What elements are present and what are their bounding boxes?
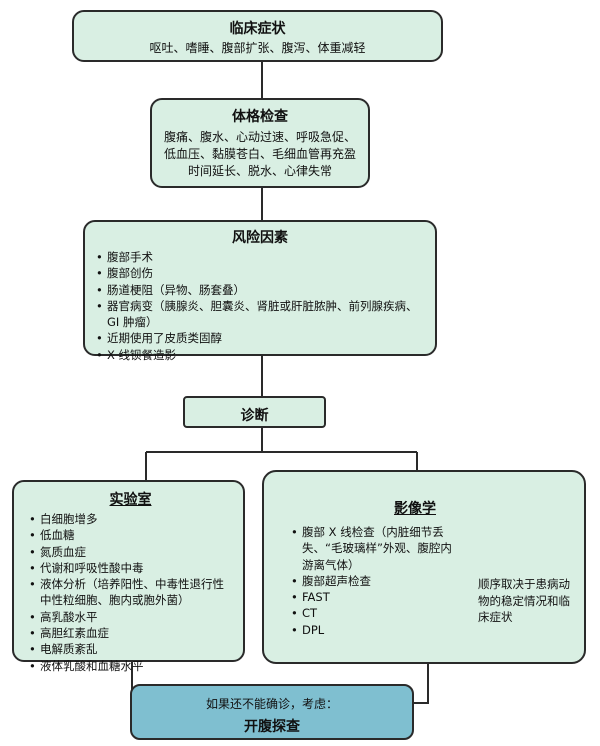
imaging-item: 腹部超声检查	[290, 573, 460, 590]
exploratory-laparotomy-title: 开腹探查	[244, 719, 300, 735]
diagnosis-box: 诊断	[183, 396, 326, 428]
lab-item: 高胆红素血症	[28, 625, 233, 642]
diagnosis-title: 诊断	[240, 408, 269, 424]
imaging-item: DPL	[290, 622, 460, 639]
risk-factors-title: 风险因素	[232, 230, 288, 246]
lab-item: 电解质紊乱	[28, 641, 233, 658]
lab-item: 代谢和呼吸性酸中毒	[28, 560, 233, 577]
lab-item: 液体分析（培养阳性、中毒性退行性中性粒细胞、胞内或胞外菌）	[28, 576, 233, 609]
lab-item: 高乳酸水平	[28, 609, 233, 626]
risk-factors-box: 风险因素 腹部手术 腹部创伤 肠道梗阻（异物、肠套叠） 器官病变（胰腺炎、胆囊炎…	[83, 220, 437, 363]
connector-imaging-final	[408, 664, 429, 704]
imaging-title: 影像学	[394, 501, 436, 517]
lab-item: 白细胞增多	[28, 511, 233, 528]
imaging-box: 影像学 腹部 X 线检查（内脏细节丢失、“毛玻璃样”外观、腹腔内游离气体） 腹部…	[262, 470, 586, 664]
exploratory-laparotomy-box: 如果还不能确诊，考虑： 开腹探查	[130, 684, 414, 740]
risk-factor-item: 腹部创伤	[95, 265, 425, 282]
clinical-symptoms-text: 呕吐、嗜睡、腹部扩张、腹泻、体重减轻	[149, 41, 366, 55]
final-condition-text: 如果还不能确诊，考虑：	[205, 697, 338, 711]
physical-exam-line: 时间延长、脱水、心律失常	[187, 164, 332, 178]
lab-item: 低血糖	[28, 527, 233, 544]
imaging-item: CT	[290, 605, 460, 622]
lab-item: 氮质血症	[28, 544, 233, 561]
physical-exam-title: 体格检查	[232, 109, 288, 125]
laboratory-title: 实验室	[109, 492, 152, 508]
clinical-symptoms-box: 临床症状 呕吐、嗜睡、腹部扩张、腹泻、体重减轻	[72, 10, 443, 62]
laboratory-box: 实验室 白细胞增多 低血糖 氮质血症 代谢和呼吸性酸中毒 液体分析（培养阳性、中…	[12, 480, 245, 674]
clinical-symptoms-title: 临床症状	[229, 21, 286, 37]
lab-item: 液体乳酸和血糖水平	[28, 658, 233, 675]
risk-factor-item: 腹部手术	[95, 249, 425, 266]
imaging-item: 腹部 X 线检查（内脏细节丢失、“毛玻璃样”外观、腹腔内游离气体）	[290, 524, 460, 573]
imaging-order-note: 顺序取决于患病动物的稳定情况和临床症状	[478, 577, 570, 624]
physical-exam-line: 腹痛、腹水、心动过速、呼吸急促、	[163, 130, 356, 144]
risk-factor-item: 近期使用了皮质类固醇	[95, 330, 425, 347]
risk-factor-item: 肠道梗阻（异物、肠套叠）	[95, 282, 425, 299]
imaging-item: FAST	[290, 589, 460, 606]
physical-exam-box: 体格检查 腹痛、腹水、心动过速、呼吸急促、 低血压、黏膜苍白、毛细血管再充盈 时…	[150, 98, 370, 188]
risk-factor-item: 器官病变（胰腺炎、胆囊炎、肾脏或肝脏脓肿、前列腺疾病、GI 肿瘤）	[95, 298, 425, 331]
risk-factor-item: X 线钡餐造影	[95, 347, 425, 364]
physical-exam-line: 低血压、黏膜苍白、毛细血管再充盈	[163, 147, 356, 161]
